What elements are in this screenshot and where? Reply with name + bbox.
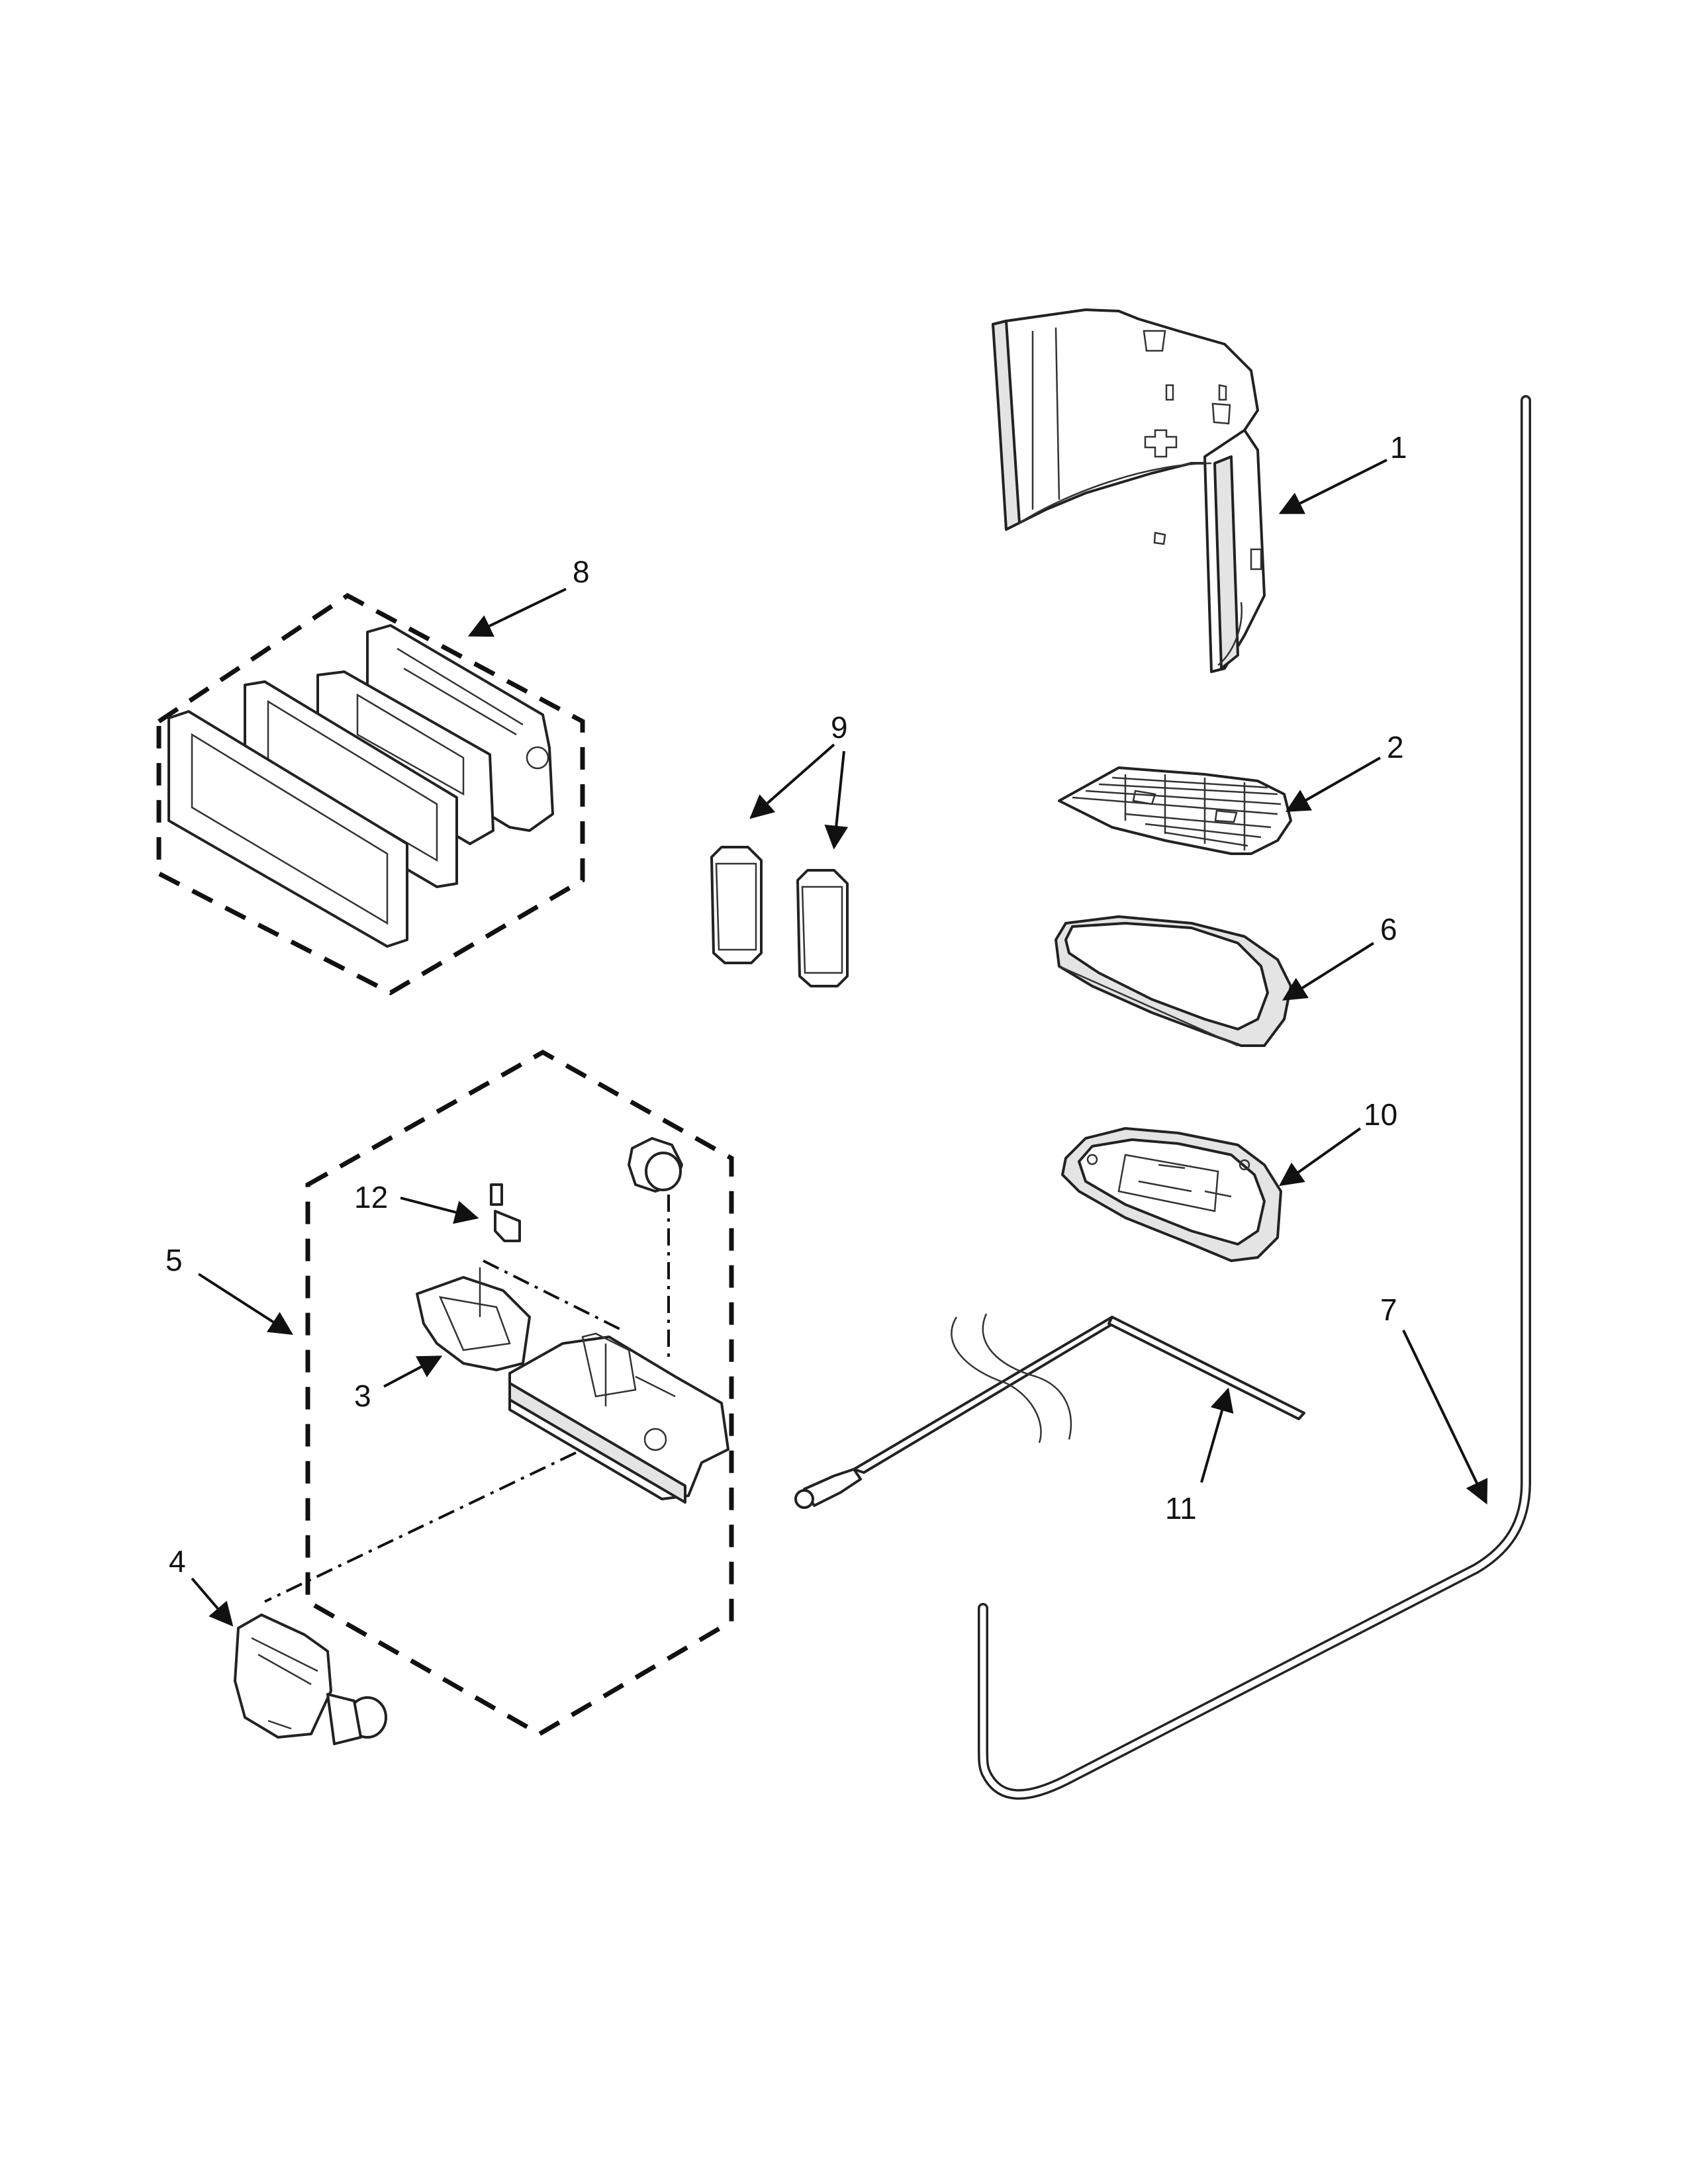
- part-10-tray-base: [1061, 1127, 1282, 1262]
- callout-1: 1: [1390, 430, 1407, 465]
- callout-5: 5: [165, 1243, 183, 1277]
- leader-7: [1402, 1330, 1488, 1505]
- leader-1: [1278, 459, 1387, 514]
- callout-6: 6: [1380, 912, 1397, 946]
- leader-12: [400, 1197, 479, 1224]
- part-6-drip-tray: [1055, 915, 1292, 1047]
- leader-10: [1279, 1127, 1362, 1187]
- leader-11: [1200, 1387, 1234, 1483]
- part-1-housing: [992, 308, 1266, 673]
- part-11-rod: [794, 1313, 1305, 1509]
- callout-10: 10: [1364, 1097, 1397, 1132]
- leader-9b: [824, 751, 849, 850]
- part-2-drip-grille: [1058, 766, 1292, 855]
- callout-9: 9: [831, 710, 848, 745]
- part-5-dispenser-assembly: [264, 1049, 734, 1737]
- leader-6: [1282, 942, 1375, 1001]
- leader-lines: [191, 459, 1488, 1627]
- part-7-tube: [978, 395, 1531, 1800]
- leader-3: [383, 1355, 443, 1388]
- leader-8: [467, 588, 567, 637]
- callout-2: 2: [1387, 730, 1404, 764]
- callout-12: 12: [354, 1180, 388, 1214]
- callout-3: 3: [354, 1379, 371, 1413]
- callout-8: 8: [573, 555, 590, 589]
- part-4-actuator: [234, 1614, 387, 1745]
- leader-2: [1285, 756, 1381, 812]
- part-8-control-assembly: [156, 592, 585, 995]
- leader-4: [191, 1577, 234, 1627]
- leader-5: [197, 1273, 294, 1335]
- part-9-pads: [710, 846, 849, 987]
- callout-labels: 1 2 6 10 8 9 12 5 3 4 11 7: [165, 430, 1407, 1578]
- part-3-cup: [416, 1267, 531, 1371]
- part-12-switch: [490, 1183, 521, 1242]
- leader-9a: [749, 743, 835, 819]
- callout-7: 7: [1380, 1293, 1397, 1327]
- callout-11: 11: [1165, 1491, 1197, 1525]
- dispenser-motor: [628, 1137, 683, 1193]
- callout-4: 4: [169, 1544, 186, 1578]
- dispenser-housing: [508, 1332, 729, 1504]
